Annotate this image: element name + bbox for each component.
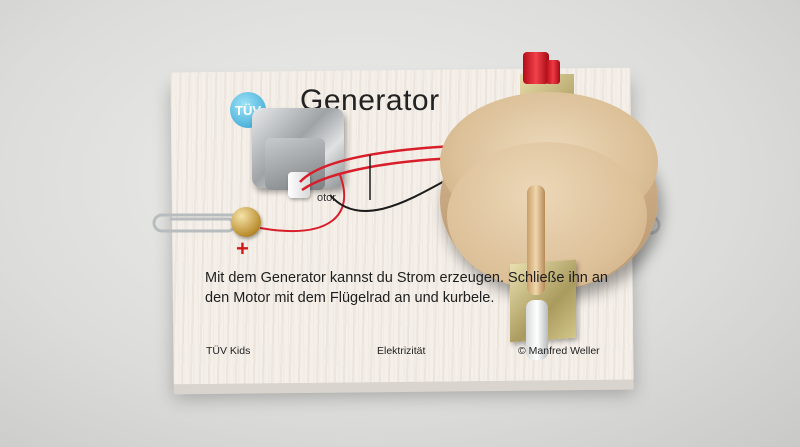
description-text: Mit dem Generator kannst du Strom erzeug… (205, 270, 608, 306)
crank-knob (523, 52, 549, 84)
footer-left: TÜV Kids (206, 345, 251, 357)
wooden-axle (527, 185, 545, 295)
footer-center: Elektrizität (377, 345, 426, 357)
plus-symbol: + (236, 236, 249, 261)
axle-sleeve (526, 300, 548, 360)
brass-terminal (231, 207, 261, 237)
crank-knob-secondary (546, 60, 560, 84)
footer-right: © Manfred Weller (518, 345, 600, 357)
